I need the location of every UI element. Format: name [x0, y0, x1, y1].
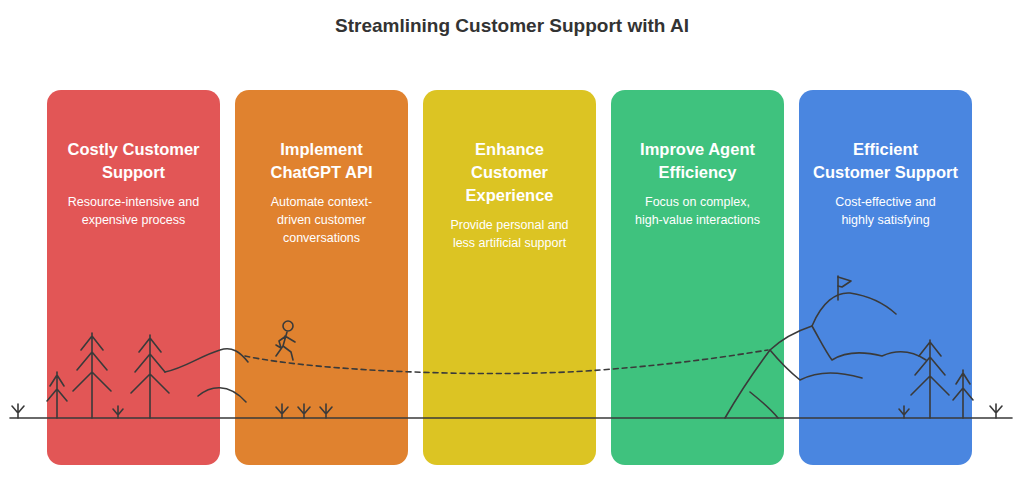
- process-step-box: Enhance Customer ExperienceProvide perso…: [423, 90, 596, 465]
- step-description: Cost-effective and highly satisfying: [820, 193, 952, 229]
- step-heading: Improve Agent Efficiency: [625, 138, 770, 184]
- grass-tuft: [990, 404, 1002, 418]
- step-description: Resource-intensive and expensive process: [68, 193, 200, 229]
- step-description: Provide personal and less artificial sup…: [444, 216, 576, 252]
- step-description: Focus on complex, high-value interaction…: [632, 193, 764, 229]
- process-step-box: Efficient Customer SupportCost-effective…: [799, 90, 972, 465]
- step-heading: Implement ChatGPT API: [249, 138, 394, 184]
- diagram-title: Streamlining Customer Support with AI: [0, 15, 1024, 37]
- step-heading: Efficient Customer Support: [813, 138, 958, 184]
- step-heading: Enhance Customer Experience: [437, 138, 582, 207]
- process-step-box: Improve Agent EfficiencyFocus on complex…: [611, 90, 784, 465]
- grass-tuft: [12, 404, 24, 418]
- process-step-box: Implement ChatGPT API Automate context-dr…: [235, 90, 408, 465]
- process-step-box: Costly Customer SupportResource-intensiv…: [47, 90, 220, 465]
- step-heading: Costly Customer Support: [61, 138, 206, 184]
- step-description: Automate context-driven customer convers…: [256, 193, 388, 247]
